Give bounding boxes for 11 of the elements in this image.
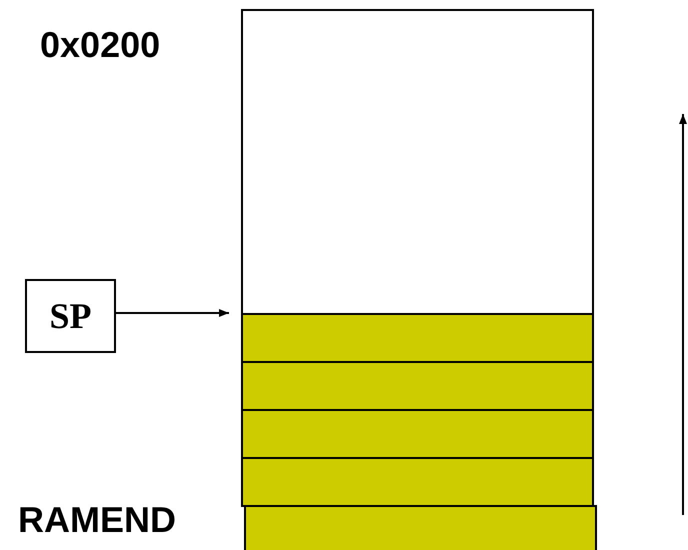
address-label: RAMEND	[18, 500, 176, 540]
stack-slot	[241, 409, 594, 459]
arrow	[116, 309, 229, 317]
address-label: 0x0200	[40, 25, 160, 65]
memory-region	[241, 9, 594, 315]
register-box	[25, 279, 116, 353]
stack-slot	[241, 313, 594, 363]
stack-slot	[244, 505, 597, 550]
stack-slot	[241, 361, 594, 411]
register-name: SP	[49, 295, 92, 337]
stack-slot	[241, 457, 594, 507]
